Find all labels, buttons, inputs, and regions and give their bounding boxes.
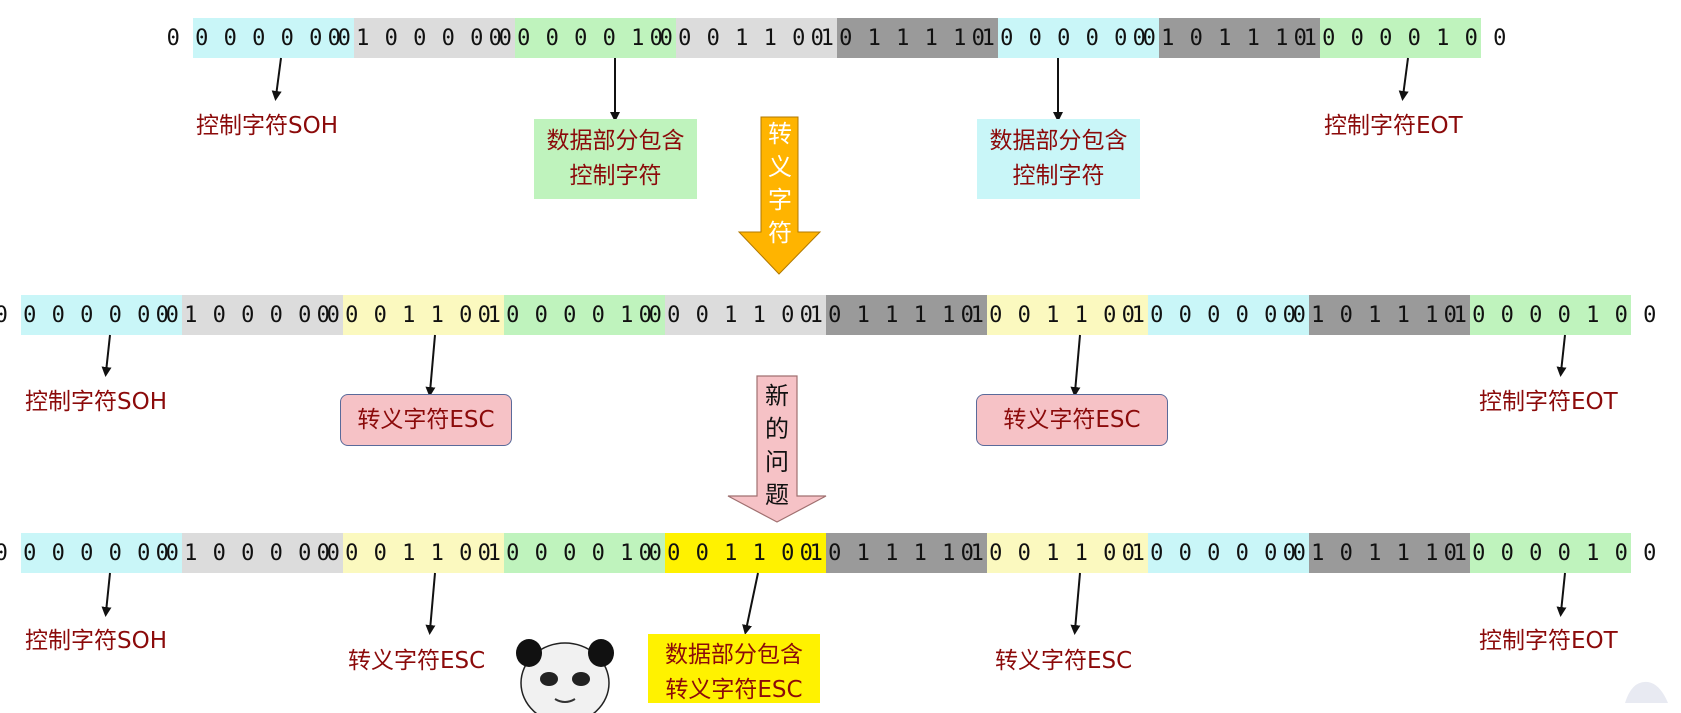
watermark-icon bbox=[0, 0, 1681, 703]
